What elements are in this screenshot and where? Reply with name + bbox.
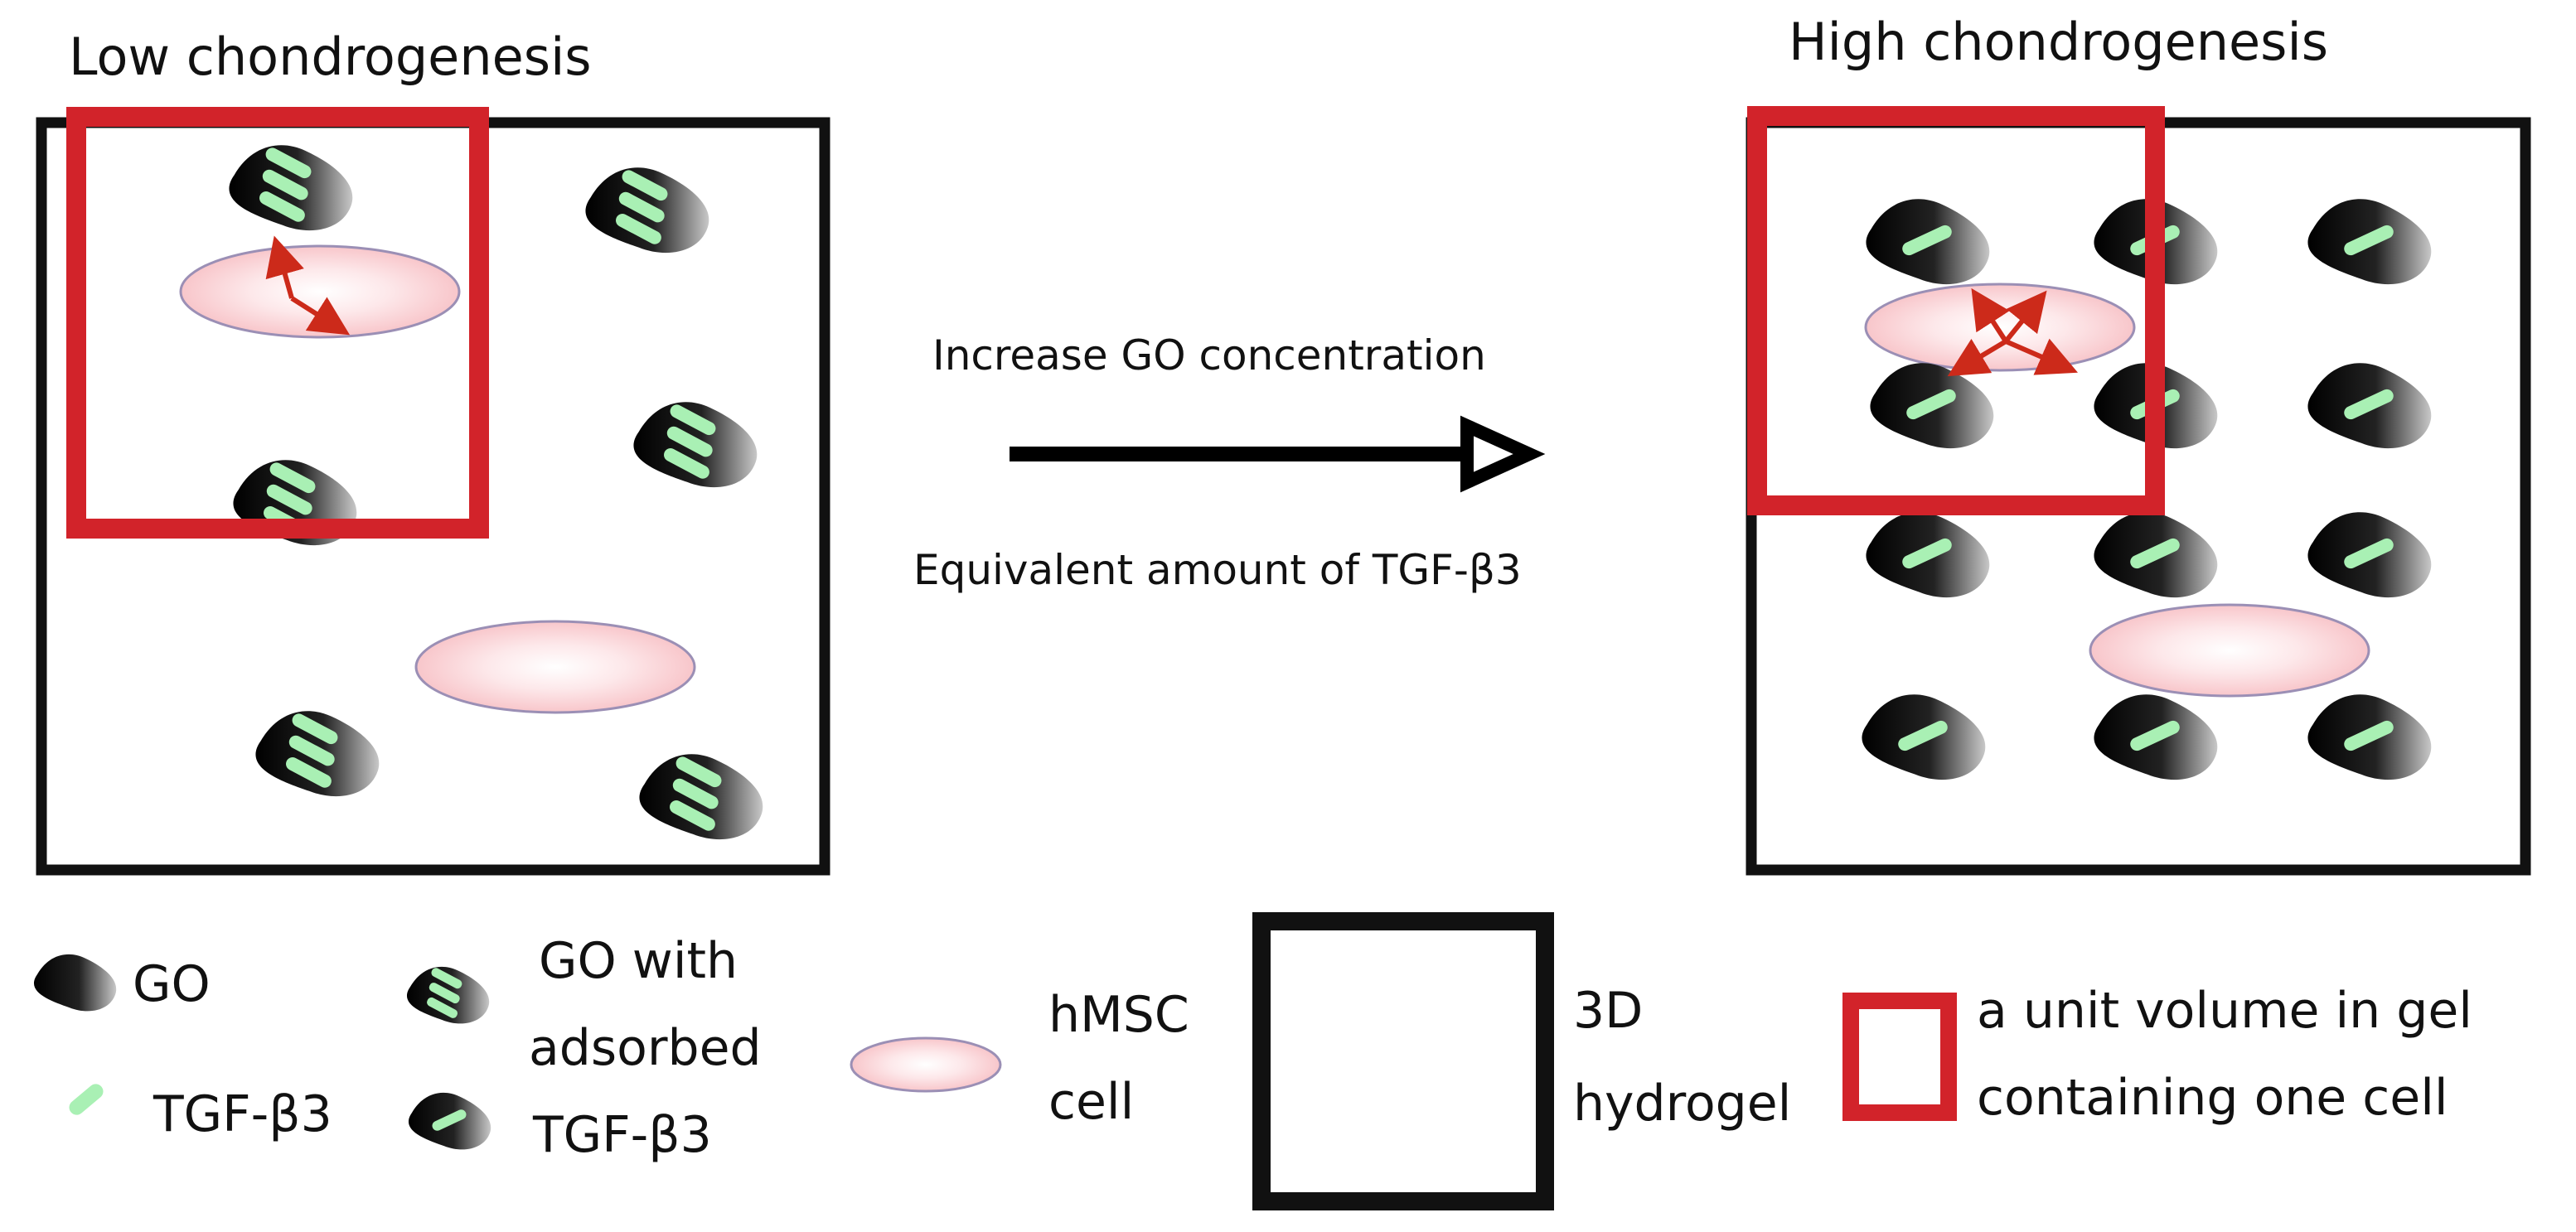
go-flake-adsorbed [1862, 694, 1986, 780]
right-panel-title: High chondrogenesis [1789, 12, 2328, 72]
legend-unit-volume-icon [1842, 993, 1957, 1121]
process-arrow-head [1460, 415, 1546, 493]
go-flake-adsorbed [2307, 694, 2432, 780]
go-flake-adsorbed [1870, 363, 1994, 449]
legend-go-adsorbed-line2: adsorbed [529, 1019, 762, 1077]
legend-go-adsorbed-icon [406, 966, 490, 1024]
right-panel: High chondrogenesis [1746, 12, 2531, 876]
legend-go-icon [33, 954, 117, 1012]
left-unit-volume-box [66, 107, 489, 539]
go-flake-adsorbed [1866, 199, 1990, 285]
process-top-label: Increase GO concentration [932, 331, 1486, 379]
process-bottom-label: Equivalent amount of TGF-β3 [913, 546, 1522, 594]
legend-go-label: GO [133, 955, 211, 1013]
right-hmsc-cell-top [1864, 283, 2136, 372]
right-diffusion-arrows [1947, 287, 2079, 377]
go-flake-adsorbed [2094, 694, 2218, 780]
legend-hydrogel-line2: hydrogel [1573, 1075, 1791, 1133]
legend-tgf-icon [69, 1084, 104, 1115]
go-flake-adsorbed [2307, 363, 2432, 449]
legend-tgf-label: TGF-β3 [153, 1085, 332, 1143]
legend-go-single-band-icon [408, 1092, 491, 1150]
legend-hmsc-icon [850, 1036, 1002, 1093]
go-flake-adsorbed [1866, 512, 1990, 598]
go-flake-adsorbed [585, 167, 709, 254]
legend-go-adsorbed-line3: TGF-β3 [532, 1106, 712, 1164]
left-diffusion-arrows [265, 235, 351, 336]
left-panel: Low chondrogenesis [36, 27, 830, 876]
go-flake-adsorbed [2094, 512, 2218, 598]
go-flake-adsorbed [639, 754, 763, 840]
legend-unit-volume-line1: a unit volume in gel [1977, 982, 2472, 1040]
left-hmsc-cell-top [179, 244, 461, 339]
right-hmsc-cell-bottom [2089, 603, 2370, 698]
legend: GO TGF-β3 GO with adsorbed TGF-β3 hMSC c… [33, 912, 2472, 1210]
process-indicator: Increase GO concentration Equivalent amo… [913, 331, 1546, 594]
legend-go-adsorbed-line1: GO with [539, 932, 738, 990]
left-panel-title: Low chondrogenesis [69, 27, 592, 87]
go-flake-adsorbed [633, 402, 758, 488]
legend-hmsc-line2: cell [1048, 1073, 1134, 1131]
go-flake-adsorbed [255, 711, 380, 797]
legend-unit-volume-line2: containing one cell [1977, 1069, 2448, 1127]
legend-hmsc-line1: hMSC [1048, 986, 1189, 1044]
legend-hydrogel-icon [1252, 912, 1554, 1210]
right-unit-volume-box [1747, 106, 2165, 515]
left-hmsc-cell-bottom [414, 620, 696, 714]
legend-hydrogel-line1: 3D [1573, 982, 1643, 1040]
go-flake-adsorbed [2307, 512, 2432, 598]
go-flake-adsorbed [229, 145, 353, 231]
go-flake-adsorbed [2307, 199, 2432, 285]
